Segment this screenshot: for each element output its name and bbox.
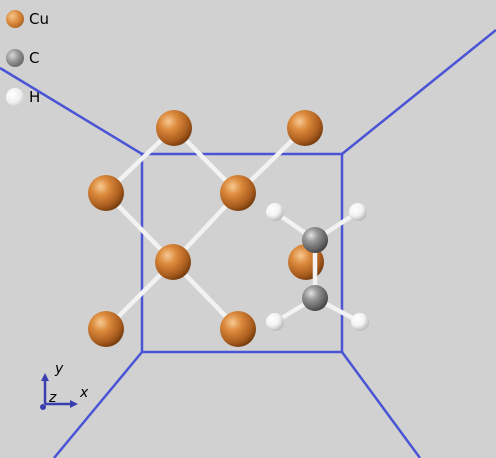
unit-cell (0, 29, 496, 458)
cu-atom[interactable] (220, 175, 256, 211)
cu-atom[interactable] (220, 311, 256, 347)
legend-label-cu: Cu (29, 10, 49, 28)
cu-atom[interactable] (287, 110, 323, 146)
y-axis-arrowhead (41, 373, 49, 381)
cu-atom[interactable] (88, 175, 124, 211)
c-atom[interactable] (302, 227, 328, 253)
cu-atom[interactable] (156, 110, 192, 146)
cu-bonds (103, 125, 308, 332)
unit-cell-edge-top-left (0, 66, 143, 156)
x-axis-arrowhead (70, 400, 78, 408)
unit-cell-edge-bottom-right (340, 351, 422, 458)
z-axis-label: z (48, 390, 57, 406)
legend-item-cu: Cu (6, 9, 49, 29)
h-atoms (266, 203, 369, 331)
h-atom[interactable] (351, 313, 369, 331)
h-atom[interactable] (349, 203, 367, 221)
unit-cell-edge-top-right (341, 29, 496, 155)
unit-cell-back-face (140, 152, 344, 354)
cu-atom[interactable] (155, 244, 191, 280)
cu-atom[interactable] (88, 311, 124, 347)
c-atom[interactable] (302, 285, 328, 311)
c-atoms (302, 227, 328, 311)
c-atom-swatch (6, 49, 24, 67)
z-axis-marker (40, 404, 46, 410)
legend-label-h: H (29, 88, 41, 106)
h-atom[interactable] (266, 203, 284, 221)
cu-atom-swatch (6, 10, 24, 28)
x-axis-label: x (79, 385, 89, 401)
h-atom-swatch (6, 88, 24, 106)
legend-item-h: H (6, 87, 40, 107)
legend-item-c: C (6, 48, 39, 68)
cu-atoms (88, 110, 324, 347)
axis-triad: x y z (40, 361, 89, 410)
h-atom[interactable] (266, 313, 284, 331)
unit-cell-edge-bottom-left (53, 351, 143, 458)
y-axis-label: y (54, 361, 64, 377)
legend-label-c: C (29, 49, 40, 67)
